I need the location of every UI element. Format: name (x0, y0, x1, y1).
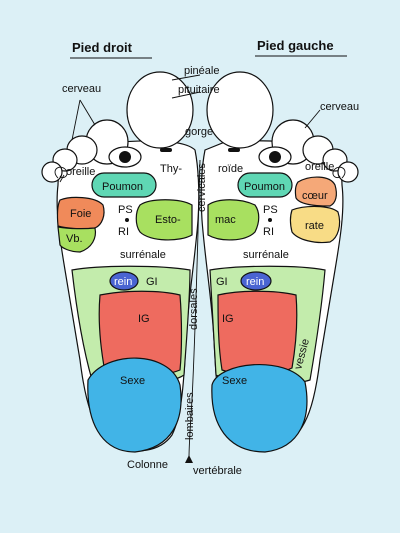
right-foot (41, 71, 200, 453)
label-oreille-left: oreille (66, 166, 95, 178)
label-rein-left: rein (114, 276, 132, 288)
label-surrenale-right: surrénale (243, 249, 289, 261)
leader-oreille-left (59, 174, 65, 183)
spine-line (188, 159, 201, 459)
label-ps-right: PS (263, 204, 278, 216)
right-poumon-zone (91, 172, 157, 198)
label-cerveau-right: cerveau (320, 101, 359, 113)
label-cervicales: cervicales (196, 163, 208, 212)
label-dorsales: dorsales (188, 288, 200, 330)
left-estomac-zone (207, 199, 260, 241)
left-ig-zone (217, 290, 298, 375)
label-ig-left: IG (138, 313, 150, 325)
label-oreille-right: oreille (305, 161, 334, 173)
label-rate: rate (305, 220, 324, 232)
dot-left (125, 218, 129, 222)
right-vb-zone (57, 226, 97, 253)
label-colonne: Colonne (127, 459, 168, 471)
label-coeur: cœur (302, 190, 328, 202)
label-roide: roïde (218, 163, 243, 175)
label-thy: Thy- (160, 163, 182, 175)
label-rein-right: rein (246, 276, 264, 288)
left-poumon-zone (237, 172, 293, 198)
label-ri-left: RI (118, 226, 129, 238)
left-ear-spiral (332, 166, 346, 179)
right-rein-zone (109, 271, 139, 291)
leader-pineale (171, 74, 201, 81)
label-pineale: pinéale (184, 65, 219, 77)
label-sexe-left: Sexe (120, 375, 145, 387)
right-gorge-marker (160, 148, 172, 152)
left-toe-5 (337, 161, 359, 183)
spine-arrow-head (185, 455, 193, 463)
right-estomac-zone (135, 199, 193, 241)
label-surrenale-left: surrénale (120, 249, 166, 261)
label-foie: Foie (70, 208, 91, 220)
label-esto: Esto- (155, 214, 181, 226)
right-sexe-zone (87, 357, 182, 453)
label-ri-right: RI (263, 226, 274, 238)
left-eye-pupil (269, 151, 281, 163)
left-sexe-zone (211, 364, 308, 453)
label-cerveau-left: cerveau (62, 83, 101, 95)
label-ps-left: PS (118, 204, 133, 216)
left-rate-zone (289, 205, 341, 244)
label-ig-right: IG (222, 313, 234, 325)
left-gorge-marker (228, 148, 240, 152)
right-big-toe (126, 71, 194, 149)
label-vertebrale: vertébrale (193, 465, 242, 477)
leader-cerveau-left-a (71, 99, 81, 141)
label-lombaires: lombaires (184, 392, 196, 440)
label-poumon-left: Poumon (102, 181, 143, 193)
leader-pituitaire (171, 91, 201, 99)
right-eye-pupil (119, 151, 131, 163)
left-rein-zone (240, 271, 272, 291)
label-vb: Vb. (66, 233, 83, 245)
label-gi-left: GI (146, 276, 158, 288)
right-toe-5 (41, 161, 63, 183)
right-ig-zone (98, 290, 183, 377)
label-gi-right: GI (216, 276, 228, 288)
title-left-foot: Pied gauche (257, 38, 334, 53)
label-pituitaire: pituitaire (178, 84, 220, 96)
left-foot (200, 71, 359, 453)
left-coeur-zone (294, 176, 337, 207)
label-gorge: gorge (185, 126, 213, 138)
leader-cerveau-right (304, 109, 321, 129)
left-big-toe (206, 71, 274, 149)
label-poumon-right: Poumon (244, 181, 285, 193)
dot-right (268, 218, 272, 222)
label-mac: mac (215, 214, 236, 226)
leader-cerveau-left-b (79, 99, 96, 126)
label-sexe-right: Sexe (222, 375, 247, 387)
title-right-foot: Pied droit (72, 40, 133, 55)
